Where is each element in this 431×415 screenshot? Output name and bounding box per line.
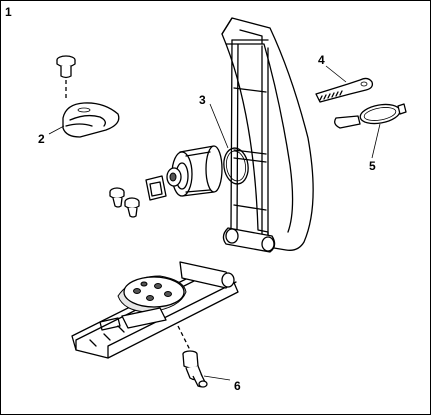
part-3-o-ring bbox=[223, 147, 249, 185]
callout-3-leader bbox=[209, 103, 229, 149]
part-5-ring-lever bbox=[334, 103, 407, 129]
top-screw bbox=[56, 55, 76, 98]
handle-frame bbox=[221, 17, 314, 253]
small-screw-1 bbox=[109, 187, 125, 208]
callout-2-leader bbox=[48, 125, 65, 135]
base-assembly bbox=[71, 261, 239, 359]
part-4-lever bbox=[315, 77, 374, 103]
small-screw-2 bbox=[124, 197, 140, 218]
part-6-fitting bbox=[182, 350, 208, 388]
clip-part bbox=[145, 175, 167, 201]
figure-label: 1 bbox=[5, 5, 12, 19]
callout-4-leader bbox=[325, 65, 347, 83]
callout-5: 5 bbox=[369, 159, 376, 173]
callout-5-leader bbox=[371, 123, 381, 159]
valve-cylinder bbox=[166, 145, 223, 197]
callout-2: 2 bbox=[38, 132, 45, 146]
callout-3: 3 bbox=[199, 93, 206, 107]
callout-6: 6 bbox=[234, 379, 241, 393]
part-2-cap bbox=[62, 102, 120, 138]
callout-6-leader bbox=[203, 375, 231, 381]
callout-4: 4 bbox=[318, 53, 325, 67]
